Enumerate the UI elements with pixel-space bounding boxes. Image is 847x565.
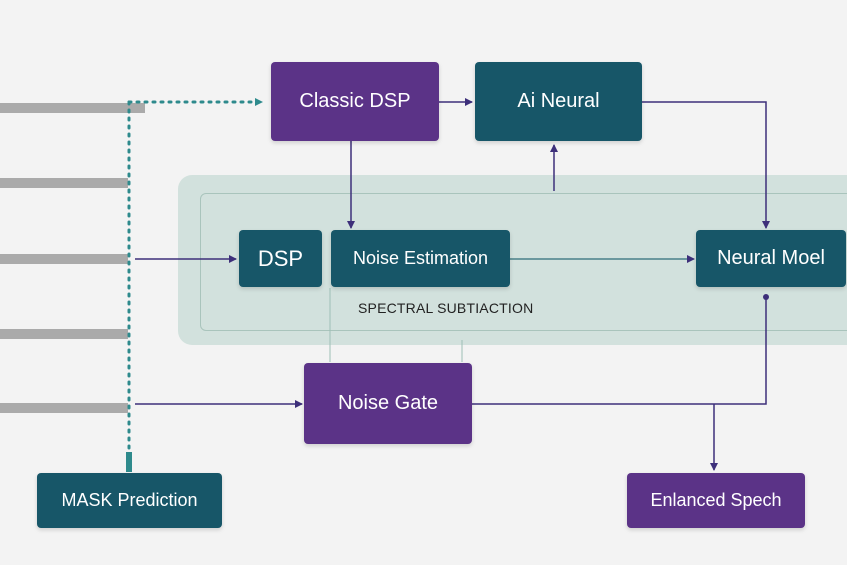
input-stripe-2 xyxy=(0,178,128,188)
input-stripe-3 xyxy=(0,254,128,264)
node-classic-dsp: Classic DSP xyxy=(271,62,439,141)
input-stripe-5 xyxy=(0,403,128,413)
node-mask-prediction: MASK Prediction xyxy=(37,473,222,528)
node-noise-gate-label: Noise Gate xyxy=(337,392,439,414)
input-stripe-1 xyxy=(0,103,145,113)
node-ai-neural-label: Ai Neural xyxy=(517,90,600,112)
node-ai-neural: Ai Neural xyxy=(475,62,642,141)
node-neural-model-label: Neural Moel xyxy=(717,247,825,269)
node-enhanced-speech-label: Enlanced Spech xyxy=(650,490,782,510)
mask-feed-stub xyxy=(126,452,132,472)
arrow-ai-to-neural-model xyxy=(642,101,770,229)
node-classic-dsp-label: Classic DSP xyxy=(299,90,411,112)
node-dsp: DSP xyxy=(239,230,322,287)
node-noise-estimation: Noise Estimation xyxy=(331,230,510,287)
node-mask-prediction-label: MASK Prediction xyxy=(61,490,198,510)
arrow-neural-model-to-noise-gate xyxy=(472,297,767,405)
node-neural-model: Neural Moel xyxy=(696,230,846,287)
spectral-subtraction-caption: SPECTRAL SUBTIACTION xyxy=(358,300,534,316)
node-noise-estimation-label: Noise Estimation xyxy=(352,248,489,268)
node-enhanced-speech: Enlanced Spech xyxy=(627,473,805,528)
node-noise-gate: Noise Gate xyxy=(304,363,472,444)
node-dsp-label: DSP xyxy=(257,245,304,271)
input-stripe-4 xyxy=(0,329,128,339)
spectral-subtraction-frame xyxy=(200,193,847,331)
